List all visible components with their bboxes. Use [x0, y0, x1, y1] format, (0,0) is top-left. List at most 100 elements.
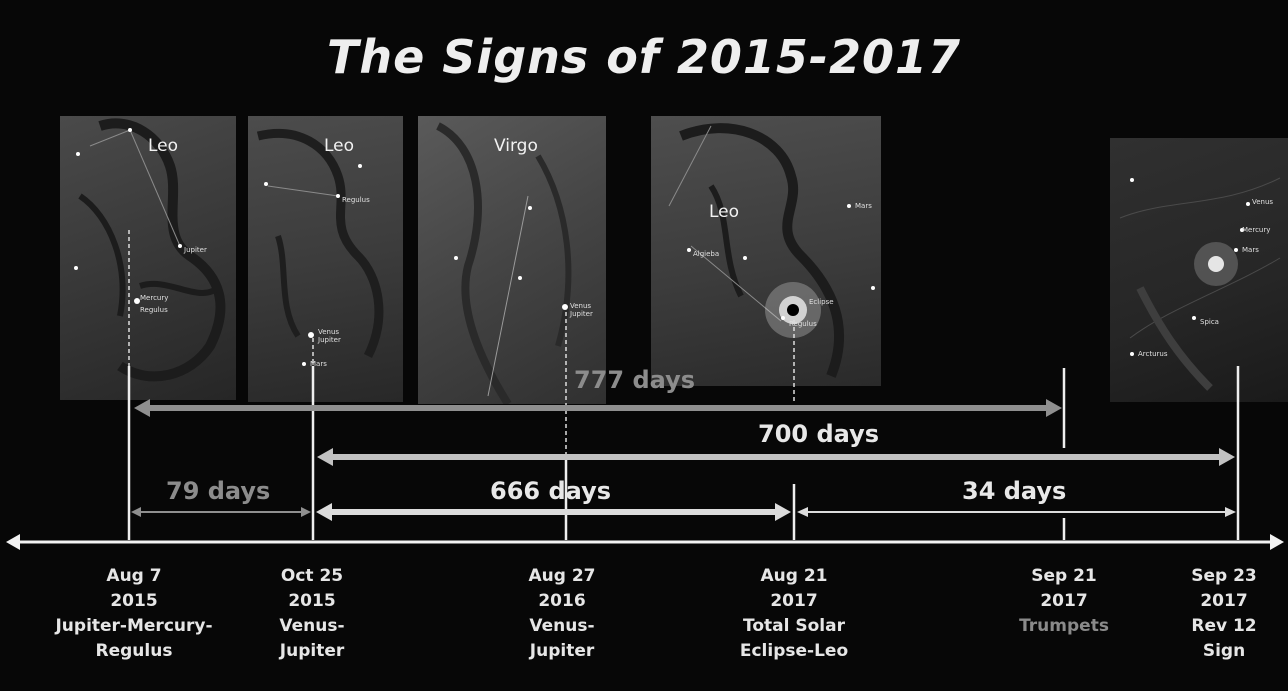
- constellation-label: Leo: [709, 202, 740, 222]
- event-date: Oct 25: [280, 566, 344, 586]
- star: [76, 152, 80, 156]
- star-label: Mercury: [140, 294, 169, 302]
- event-year: 2016: [538, 591, 586, 611]
- event-description: Total Solar: [743, 616, 845, 636]
- star: [687, 248, 691, 252]
- star: [128, 128, 132, 132]
- event-description: Rev 12: [1191, 616, 1257, 636]
- sky-chart: [1119, 177, 1281, 391]
- interval-label-34: 34 days: [962, 477, 1067, 505]
- star: [1246, 202, 1250, 206]
- sky-panel-leo-eclipse: Leo Algieba Regulus Mars Eclipse: [651, 116, 881, 386]
- star-label: Mars: [310, 360, 327, 368]
- star: [178, 244, 182, 248]
- event-year: 2015: [288, 591, 336, 611]
- star-label: Mars: [1242, 246, 1259, 254]
- constellation-label: Virgo: [494, 136, 538, 156]
- star-label: Arcturus: [1138, 350, 1168, 358]
- star: [1192, 316, 1196, 320]
- star-label: Regulus: [140, 306, 168, 314]
- star: [1240, 228, 1244, 232]
- star: [528, 206, 532, 210]
- star: [743, 256, 747, 260]
- star-label: Jupiter: [184, 246, 207, 254]
- star: [1130, 178, 1134, 182]
- interval-arrow-666: [316, 503, 791, 521]
- event-description: Jupiter: [529, 641, 595, 661]
- interval-label-666: 666 days: [490, 477, 612, 505]
- star-label: Eclipse: [809, 298, 834, 306]
- interval-label-700: 700 days: [758, 420, 880, 448]
- event-date: Aug 7: [106, 566, 162, 586]
- star: [134, 298, 140, 304]
- star: [308, 332, 314, 338]
- interval-arrow-79: [131, 507, 311, 517]
- event-description: Sign: [1202, 641, 1246, 661]
- event-year: 2017: [1200, 591, 1248, 611]
- interval-label-79: 79 days: [166, 477, 271, 505]
- virgin-outline: [436, 122, 572, 404]
- interval-arrow-777: [134, 399, 1062, 417]
- event-label: Aug 27 2016 Venus- Jupiter: [472, 564, 652, 664]
- star: [264, 182, 268, 186]
- event-year: 2017: [1040, 591, 1088, 611]
- star-label: Algieba: [693, 250, 720, 258]
- event-description: Eclipse-Leo: [739, 641, 849, 661]
- lion-outline: [668, 123, 844, 378]
- star: [302, 362, 306, 366]
- event-date: Aug 21: [760, 566, 828, 586]
- star: [358, 164, 362, 168]
- event-description: Trumpets: [1019, 616, 1109, 636]
- interval-label-777: 777 days: [574, 366, 696, 394]
- star: [1130, 352, 1134, 356]
- star-label: Mars: [855, 202, 872, 210]
- star-label: Venus: [318, 328, 340, 336]
- sky-panel-rev12: Venus Mercury Mars Spica Arcturus: [1110, 138, 1288, 402]
- star: [518, 276, 522, 280]
- event-label: Sep 21 2017 Trumpets: [974, 564, 1154, 639]
- star: [1234, 248, 1238, 252]
- constellation-label: Leo: [148, 136, 179, 156]
- event-description: Venus-: [529, 616, 595, 636]
- star-label: Regulus: [789, 320, 817, 328]
- star-label: Venus: [570, 302, 592, 310]
- interval-arrow-700: [317, 448, 1235, 466]
- event-year: 2015: [110, 591, 158, 611]
- event-description: Venus-: [279, 616, 345, 636]
- event-description: Regulus: [95, 641, 173, 661]
- interval-arrow-34: [797, 507, 1236, 517]
- star-label: Mercury: [1242, 226, 1271, 234]
- lion-outline: [256, 128, 384, 359]
- diagram-title: The Signs of 2015-2017: [326, 30, 962, 84]
- star: [336, 194, 340, 198]
- event-label: Oct 25 2015 Venus- Jupiter: [222, 564, 402, 664]
- constellation-label: Leo: [324, 136, 355, 156]
- star: [781, 316, 785, 320]
- sky-panel-virgo: Virgo Venus Jupiter: [418, 116, 606, 404]
- event-description: Jupiter-Mercury-: [55, 616, 213, 636]
- sky-panel-leo-1: Leo Jupiter Mercury Regulus: [60, 116, 236, 400]
- event-date: Sep 21: [1031, 566, 1097, 586]
- event-label: Aug 21 2017 Total Solar Eclipse-Leo: [704, 564, 884, 664]
- event-label: Aug 7 2015 Jupiter-Mercury- Regulus: [44, 564, 224, 664]
- timeline-axis: [6, 534, 1284, 550]
- event-description: Jupiter: [279, 641, 345, 661]
- star: [847, 204, 851, 208]
- event-date: Aug 27: [528, 566, 596, 586]
- event-date: Sep 23: [1191, 566, 1257, 586]
- star-label: Jupiter: [570, 310, 593, 318]
- star: [562, 304, 568, 310]
- star-label: Spica: [1200, 318, 1219, 326]
- star-label: Regulus: [342, 196, 370, 204]
- star: [454, 256, 458, 260]
- sky-panel-leo-2: Leo Regulus Venus Jupiter Mars: [248, 116, 403, 402]
- star-label: Venus: [1252, 198, 1274, 206]
- event-label: Sep 23 2017 Rev 12 Sign: [1134, 564, 1288, 664]
- star: [871, 286, 875, 290]
- star: [74, 266, 78, 270]
- event-year: 2017: [770, 591, 818, 611]
- star-label: Jupiter: [318, 336, 341, 344]
- lion-outline: [78, 118, 226, 382]
